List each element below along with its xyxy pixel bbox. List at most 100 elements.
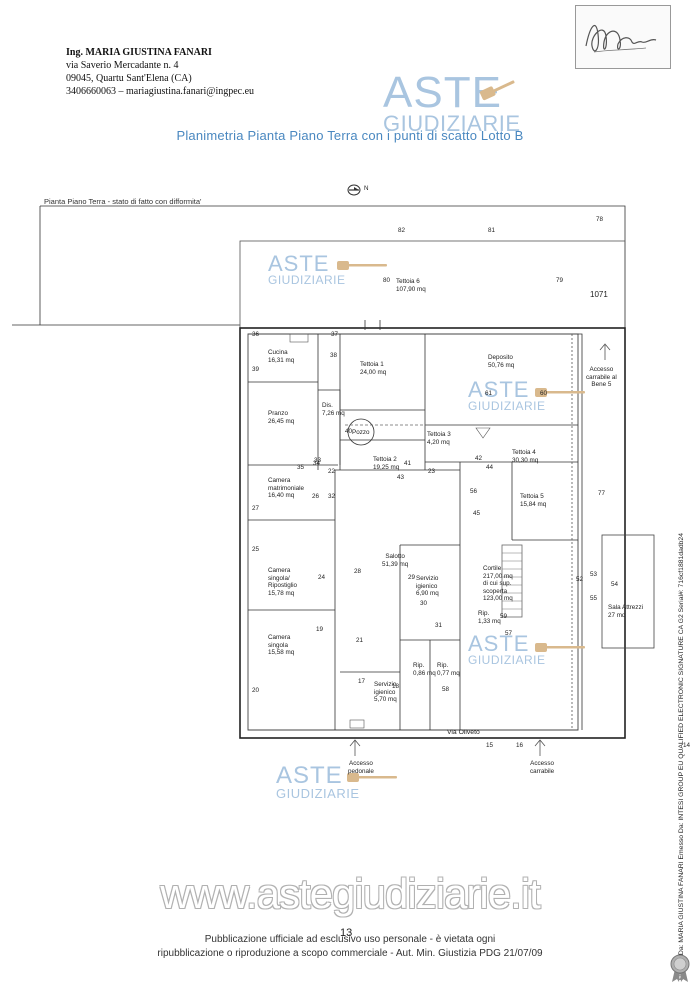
watermark-logo-plan-center: ASTE GIUDIZIARIE xyxy=(468,377,546,413)
shot-point: 23 xyxy=(428,468,436,475)
page-number: 13 xyxy=(340,927,353,939)
shot-point: 42 xyxy=(475,455,483,462)
author-header: Ing. MARIA GIUSTINA FANARI via Saverio M… xyxy=(66,46,254,98)
digital-signature-text: Firmato Da: MARIA GIUSTINA FANARI Emesso… xyxy=(678,533,685,980)
watermark-text: GIUDIZIARIE xyxy=(383,111,521,136)
shot-point: 77 xyxy=(598,490,606,497)
plan-title: Planimetria Pianta Piano Terra con i pun… xyxy=(176,128,524,143)
room-disimpegno: Dis. 7,26 mq xyxy=(322,402,345,417)
publication-notice-line: ripubblicazione o riproduzione a scopo c… xyxy=(157,948,543,959)
shot-point: 20 xyxy=(252,687,260,694)
compass-icon xyxy=(347,184,361,196)
watermark-logo-plan-left: ASTE GIUDIZIARIE xyxy=(268,251,346,287)
shot-point: 31 xyxy=(435,622,443,629)
publication-notice-line: Pubblicazione ufficiale ad esclusivo uso… xyxy=(204,934,496,945)
gavel-icon xyxy=(337,261,387,270)
shot-point: 37 xyxy=(331,331,339,338)
watermark-text: ASTE xyxy=(276,762,343,789)
room-salotto: Salotto 51,39 mq xyxy=(382,553,409,568)
shot-point: 25 xyxy=(252,546,260,553)
room-cucina: Cucina 16,31 mq xyxy=(268,349,295,364)
watermark-text: GIUDIZIARIE xyxy=(468,653,546,667)
shot-point: 53 xyxy=(590,571,598,578)
shot-point: 34 xyxy=(313,460,321,467)
watermark-text: ASTE xyxy=(468,377,530,402)
shot-point: 36 xyxy=(252,331,260,338)
shot-point: 30 xyxy=(420,600,428,607)
shot-point: 55 xyxy=(590,595,598,602)
shot-point: 59 xyxy=(500,613,508,620)
shot-point: 57 xyxy=(505,630,513,637)
author-city: 09045, Quartu Sant'Elena (CA) xyxy=(66,73,192,84)
shot-point: 52 xyxy=(576,576,584,583)
parcel-number: 1071 xyxy=(590,290,608,299)
shot-point: 45 xyxy=(473,510,481,517)
shot-point: 56 xyxy=(470,488,478,495)
room-tettoia-1: Tettoia 1 24,00 mq xyxy=(360,361,387,376)
signature-box xyxy=(575,5,671,69)
watermark-url: www.astegiudiziarie.it xyxy=(160,870,541,917)
shot-point: 26 xyxy=(312,493,320,500)
watermark-text: GIUDIZIARIE xyxy=(268,273,346,287)
room-tettoia-5: Tettoia 5 15,84 mq xyxy=(520,493,547,508)
shot-point: 82 xyxy=(398,227,406,234)
plan-subtitle: Pianta Piano Terra - stato di fatto con … xyxy=(44,197,202,206)
room-cortile: Cortile 217,00 mq di cui sup. scoperta 1… xyxy=(483,565,513,602)
gavel-icon xyxy=(535,388,585,397)
publication-notice: Pubblicazione ufficiale ad esclusivo uso… xyxy=(0,933,700,961)
room-ripostiglio-3: Rip. 0,77 mq xyxy=(437,662,460,677)
shot-point: 43 xyxy=(397,474,405,481)
shot-point: 54 xyxy=(611,581,619,588)
shot-point: 41 xyxy=(404,460,412,467)
room-camera-singola: Camera singola 15,58 mq xyxy=(268,634,295,656)
author-contact: 3406660063 – mariagiustina.fanari@ingpec… xyxy=(66,86,255,97)
shot-point: 38 xyxy=(330,352,338,359)
seal-ribbon-icon xyxy=(670,954,690,982)
room-sala-attrezzi: Sala Attrezzi 27 mq xyxy=(608,604,643,619)
watermark-text: ASTE xyxy=(468,631,530,656)
gavel-icon xyxy=(535,643,585,652)
access-bene5-label: Accesso carrabile al Bene 5 xyxy=(586,366,617,388)
shot-point: 28 xyxy=(354,568,362,575)
shot-point: 14 xyxy=(683,742,691,749)
shot-point: 17 xyxy=(358,678,366,685)
shot-point: 79 xyxy=(556,277,564,284)
gavel-icon xyxy=(347,773,397,782)
gavel-icon xyxy=(479,80,515,101)
watermark-text: ASTE xyxy=(268,251,330,276)
watermark-logo-lower: ASTE GIUDIZIARIE xyxy=(276,762,360,801)
room-pranzo: Pranzo 26,45 mq xyxy=(268,410,295,425)
room-pozzo: Pozzo xyxy=(352,429,370,436)
shot-point: 33 xyxy=(314,457,322,464)
room-servizio-igienico-2: Servizio igienico 5,70 mq xyxy=(374,681,397,703)
shot-point: 24 xyxy=(318,574,326,581)
shot-point: 44 xyxy=(486,464,494,471)
room-deposito: Deposito 50,76 mq xyxy=(488,354,515,369)
shot-point: 78 xyxy=(596,216,604,223)
shot-point: 81 xyxy=(488,227,496,234)
shot-point: 80 xyxy=(383,277,391,284)
shot-point: 16 xyxy=(516,742,524,749)
room-tettoia-2: Tettoia 2 19,25 mq xyxy=(373,456,400,471)
watermark-text: GIUDIZIARIE xyxy=(276,786,360,801)
room-ripostiglio-2: Rip. 0,86 mq xyxy=(413,662,436,677)
shot-point: 27 xyxy=(252,505,260,512)
shot-point: 22 xyxy=(328,468,336,475)
room-servizio-igienico-1: Servizio igienico 6,90 mq xyxy=(416,575,439,597)
shot-point: 21 xyxy=(356,637,364,644)
street-label: Via Oliveto xyxy=(447,729,480,736)
shot-point: 15 xyxy=(486,742,494,749)
shot-point: 19 xyxy=(316,626,324,633)
room-tettoia-3: Tettoia 3 4,20 mq xyxy=(427,431,451,446)
shot-point: 58 xyxy=(442,686,450,693)
access-carrabile-label: Accesso carrabile xyxy=(530,760,555,775)
access-pedonale-label: Accesso pedonale xyxy=(348,760,374,775)
watermark-text: GIUDIZIARIE xyxy=(468,399,546,413)
shot-point: 35 xyxy=(297,464,305,471)
shot-point: 61 xyxy=(485,390,493,397)
shot-point: 29 xyxy=(408,574,416,581)
author-address: via Saverio Mercadante n. 4 xyxy=(66,60,179,71)
room-ripostiglio-1: Rip. 1,33 mq xyxy=(478,610,501,625)
shot-point: 39 xyxy=(252,366,260,373)
